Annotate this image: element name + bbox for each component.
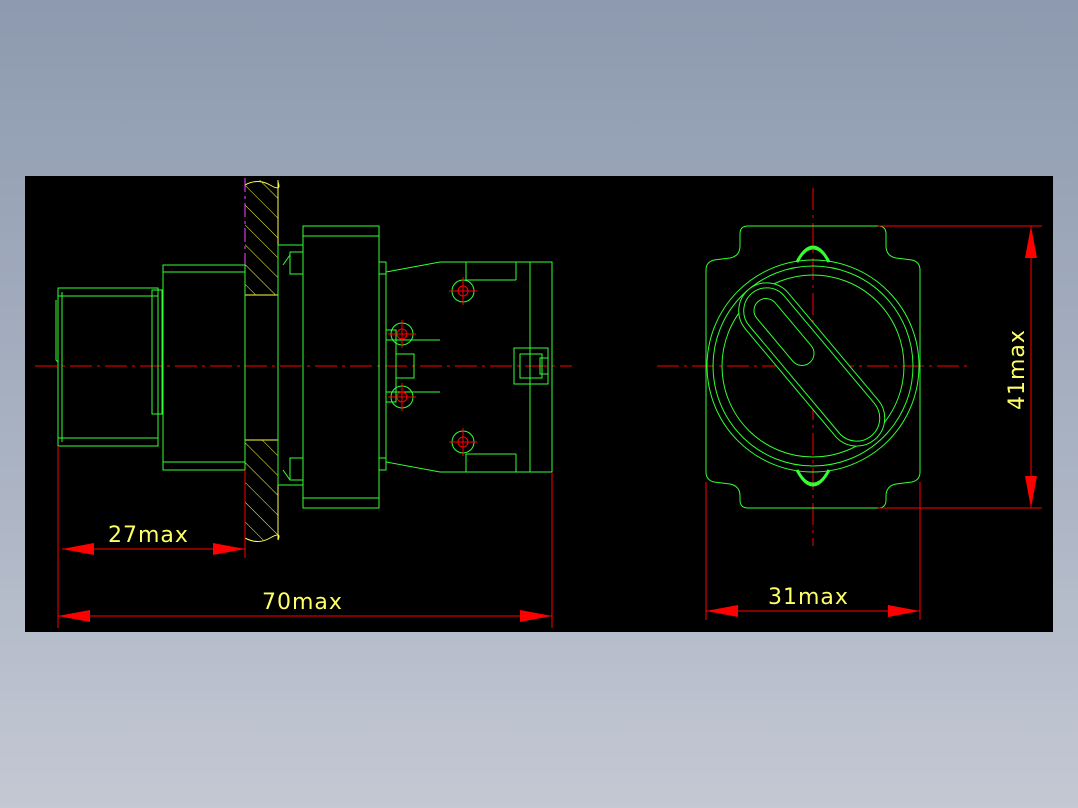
cad-drawing-canvas: 27max 70max — [25, 176, 1053, 632]
terminal-screw-mid-upper — [388, 320, 416, 348]
terminal-screw-bottom — [449, 428, 477, 456]
actuator-head — [55, 287, 163, 447]
dimension-label-27max: 27max — [108, 523, 189, 548]
terminal-screw-top — [449, 277, 477, 305]
side-view: 27max 70max — [35, 178, 572, 628]
front-view: 31max 41max — [657, 188, 1042, 620]
selector-handle — [738, 282, 886, 447]
mounting-panel-section — [244, 178, 280, 558]
dimension-31max: 31max — [705, 482, 921, 620]
terminal-screw-mid-lower — [388, 383, 416, 411]
dimension-label-41max: 41max — [1005, 329, 1030, 410]
switch-body — [302, 225, 387, 509]
dimension-41max: 41max — [878, 225, 1042, 509]
front-bezel — [706, 259, 920, 473]
mounting-nut — [277, 244, 304, 486]
dimension-label-31max: 31max — [768, 585, 849, 610]
contact-block — [385, 261, 553, 473]
retaining-clips — [795, 245, 831, 487]
bezel-collar — [162, 264, 246, 471]
dimension-label-70max: 70max — [262, 590, 343, 615]
dimension-70max: 70max — [58, 472, 553, 628]
terminal-screws — [388, 277, 477, 456]
dimension-27max: 27max — [57, 446, 246, 628]
